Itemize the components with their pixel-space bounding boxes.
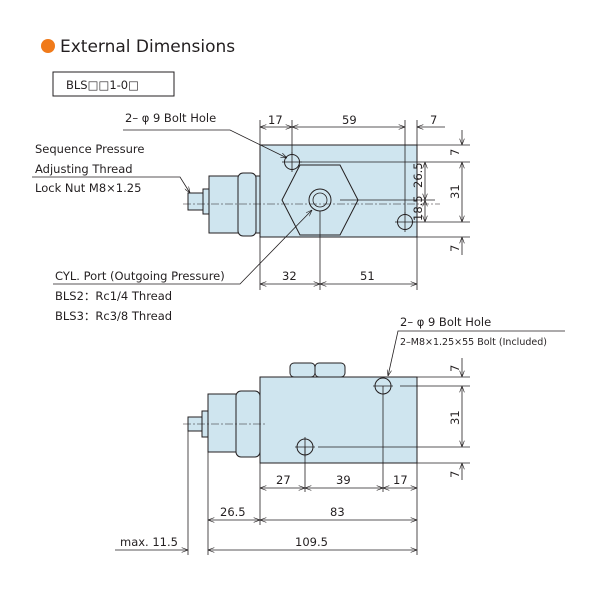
side-dim-83: 83 — [330, 505, 345, 519]
side-dim-31: 31 — [448, 410, 462, 425]
side-dim-26-5: 26.5 — [220, 505, 246, 519]
sequence-label-2: Adjusting Thread — [35, 162, 133, 176]
included-bolt-label: 2–M8×1.25×55 Bolt (Included) — [400, 337, 547, 348]
dim-26-5: 26.5 — [411, 162, 425, 188]
sequence-label-1: Sequence Pressure — [35, 142, 145, 156]
lock-nut-label: Lock Nut M8×1.25 — [35, 181, 141, 195]
dim-51: 51 — [360, 269, 375, 283]
bls2-label: BLS2：Rc1/4 Thread — [55, 289, 172, 303]
model-code: BLS□□1-0□ — [66, 78, 139, 92]
section-title: External Dimensions — [60, 37, 235, 57]
dim-31: 31 — [448, 184, 462, 199]
side-dim-17: 17 — [393, 473, 408, 487]
dim-7: 7 — [430, 113, 437, 127]
side-dim-27: 27 — [276, 473, 291, 487]
dim-7-top: 7 — [448, 149, 462, 156]
cyl-port-label: CYL. Port (Outgoing Pressure) — [55, 269, 225, 283]
side-dim-7-bottom: 7 — [448, 471, 462, 478]
side-dim-39: 39 — [336, 473, 351, 487]
dim-32: 32 — [282, 269, 297, 283]
side-view: 7 31 7 27 39 17 26.5 83 max. 11.5 109.5 … — [115, 315, 565, 555]
model-box — [52, 71, 175, 97]
side-dim-7-top: 7 — [448, 365, 462, 372]
dim-59: 59 — [342, 113, 357, 127]
side-bolt-hole-label: 2– φ 9 Bolt Hole — [400, 315, 491, 329]
top-view: 17 59 7 26.5 18.5 7 31 7 32 51 2– φ 9 Bo… — [32, 111, 470, 323]
dim-7-bottom: 7 — [448, 245, 462, 252]
dim-17: 17 — [268, 113, 283, 127]
bolt-hole-label: 2– φ 9 Bolt Hole — [125, 111, 216, 125]
section-bullet-icon — [41, 39, 55, 53]
side-dim-max-11-5: max. 11.5 — [120, 535, 178, 549]
side-dim-109-5: 109.5 — [295, 535, 328, 549]
dim-18-5: 18.5 — [411, 195, 425, 221]
bls3-label: BLS3：Rc3/8 Thread — [55, 309, 172, 323]
